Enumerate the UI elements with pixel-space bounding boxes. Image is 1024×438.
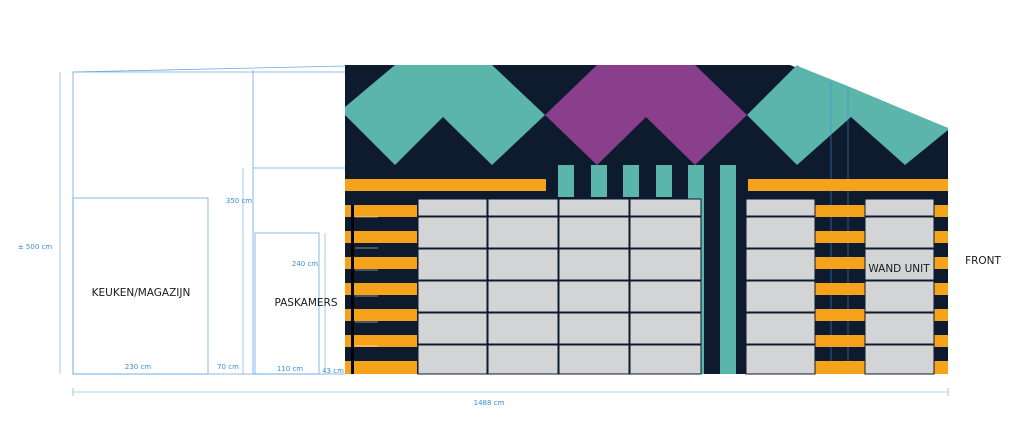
label-front: FRONT xyxy=(965,255,1001,267)
dim-width-total: 1488 cm xyxy=(474,399,505,407)
label-paskamers: PASKAMERS xyxy=(274,297,337,309)
label-keuken: KEUKEN/MAGAZIJN xyxy=(92,287,191,299)
label-wand-unit: WAND UNIT xyxy=(868,263,930,275)
chevron-teal-right xyxy=(747,65,948,165)
room-outlines xyxy=(72,65,346,375)
chevron-teal-left xyxy=(345,65,545,165)
dim-w-110: 110 cm xyxy=(277,365,303,373)
orange-header-right xyxy=(748,179,948,191)
orange-header-left xyxy=(345,179,546,191)
shelving-wand-unit xyxy=(864,198,935,375)
decorated-wall xyxy=(345,65,948,375)
dim-w-230: 230 cm xyxy=(125,363,151,371)
black-post xyxy=(351,205,354,374)
shelving-right-1 xyxy=(745,198,816,375)
dim-height-total: ± 500 cm xyxy=(18,243,53,251)
dim-w-70: 70 cm xyxy=(217,363,239,371)
mirror-lines xyxy=(355,216,378,347)
dim-height-240: 240 cm xyxy=(292,260,318,268)
dim-height-350: 350 cm xyxy=(226,197,252,205)
dimension-lines xyxy=(59,72,949,396)
chevron-purple-center xyxy=(545,65,747,165)
orange-stripes-left xyxy=(345,205,417,374)
shelving-left xyxy=(417,198,702,375)
dim-w-43: 43 cm xyxy=(322,367,344,375)
